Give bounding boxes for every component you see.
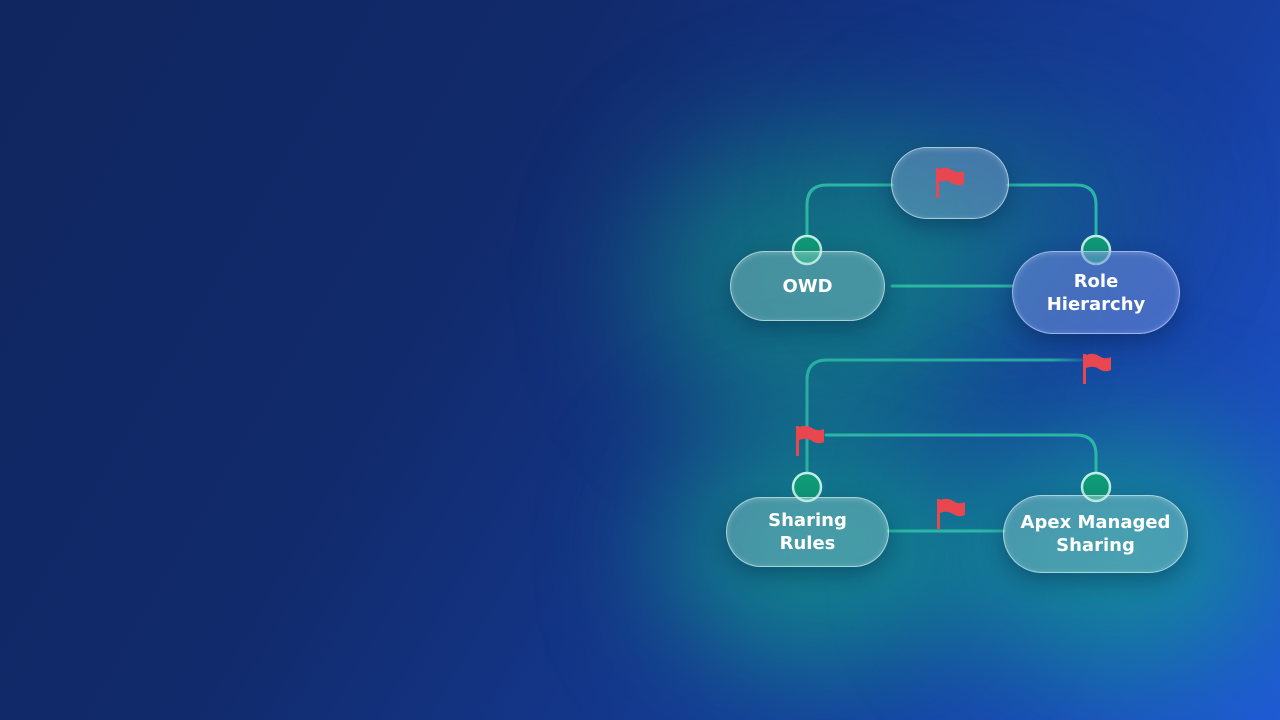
node-label: Role Hierarchy: [1046, 270, 1146, 315]
node-sharing-rules: Sharing Rules: [726, 497, 889, 567]
node-apex-managed-sharing: Apex Managed Sharing: [1003, 495, 1188, 573]
node-top: [891, 147, 1009, 219]
node-role-hierarchy: Role Hierarchy: [1012, 251, 1180, 334]
connector-dot: [791, 234, 823, 266]
node-label: Sharing Rules: [768, 510, 847, 554]
node-owd: OWD: [730, 251, 885, 321]
node-label: OWD: [782, 275, 833, 297]
connector-top-role: [1006, 183, 1098, 238]
connector-role-sharing: [805, 332, 1098, 474]
connector-sharing-apex-upper: [824, 433, 1098, 474]
connector-dot: [1080, 471, 1112, 503]
node-label: Apex Managed Sharing: [1020, 512, 1171, 556]
connector-dot: [791, 471, 823, 503]
connector-top-owd: [805, 183, 894, 238]
